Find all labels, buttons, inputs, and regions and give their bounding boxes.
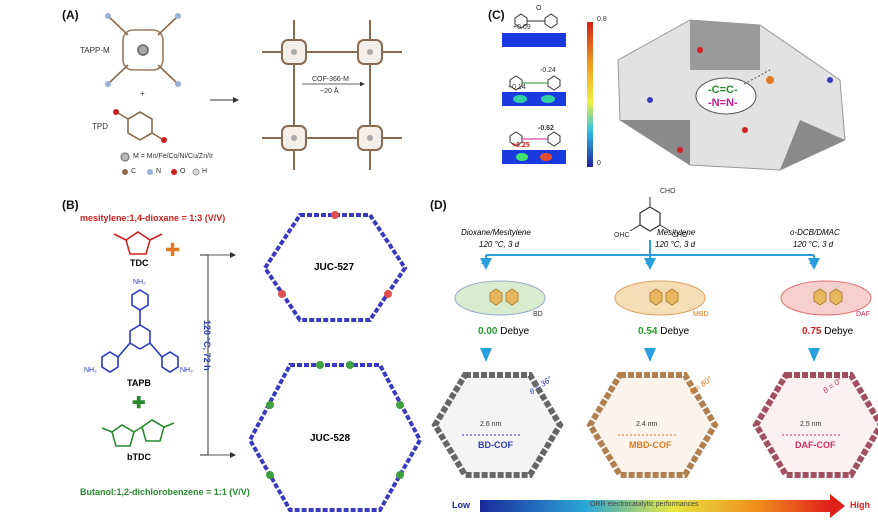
cof-366-label: COF-366-M [312,76,349,83]
reaction-conditions: 120 °C, 72 h [202,320,212,371]
mbd-dipole: 0.54 Debye [638,326,690,337]
panel-c [502,13,846,171]
mbd-cof-label: MBD-COF [629,440,672,450]
tdc-molecule [113,231,163,255]
legend-c: C [131,168,137,175]
nh2-left: NH₂ [84,367,97,374]
legend-h: H [202,168,208,175]
metal-dot [120,152,130,162]
legend-n: N [156,168,162,175]
tapb-molecule [101,289,179,373]
juc-528-label: JUC-528 [310,433,351,444]
temp-right: 120 °C, 3 d [793,240,834,249]
panel-b-label: (B) [62,198,79,212]
panel-b: ✚ [101,211,423,512]
daf-cof-label: DAF-COF [795,440,836,450]
bd-pore: 2.6 nm [480,421,502,428]
charge-4: -0.62 [538,125,554,132]
panel-a [105,13,402,176]
btdc-label: bTDC [127,452,151,462]
cho-label-2: CHO [672,232,688,239]
charge-3: +0.14 [508,84,526,91]
scale-min: 0 [597,160,601,167]
carbon-dot [122,169,128,175]
mbd-cof-structure [586,372,719,478]
cof-366-framework [262,20,402,170]
juc-527-label: JUC-527 [314,262,355,273]
plus-right: + [809,259,815,270]
nh2-top: NH₂ [133,279,146,286]
plus-sign-1: ✚ [165,240,180,260]
hydrogen-dot [192,168,200,176]
esp-map-3 [502,150,566,164]
orr-bar-label: ORR electrocatalytic performances [590,501,699,508]
panel-d [431,197,878,518]
juc-528-hexagon [247,363,423,512]
linkage-cc: -C=C- [708,84,738,96]
cond-left: Dioxane/Mesitylene [461,228,531,237]
bd-cof-structure [431,372,564,478]
solvent-1: mesitylene:1,4-dioxane = 1:3 (V/V) [80,213,226,223]
aldehyde-molecule [639,206,661,232]
cond-mid: Mesitylene [657,228,696,237]
mbd-pore: 2.4 nm [636,421,658,428]
charge-1: +0.09 [513,24,531,31]
bd-label: BD [533,311,543,318]
nitrogen-dot [147,169,153,175]
metal-legend: M = Mn/Fe/Co/Ni/Cu/Zn/Ir [133,153,214,160]
bd-dipole: 0.00 Debye [478,326,530,337]
nh2-right: NH₂ [180,367,193,374]
daf-label: DAF [856,311,870,318]
temp-mid: 120 °C, 3 d [655,240,696,249]
tpd-molecule [113,109,167,143]
tpd-label: TPD [92,122,108,131]
ohc-label: OHC [614,232,630,239]
mbd-label: MBD [693,311,709,318]
panel-c-label: (C) [488,8,505,22]
cond-right: o-DCB/DMAC [790,228,840,237]
daf-cof-structure [752,372,878,478]
tapp-label: TAPP-M [80,46,110,55]
esp-map-1 [502,33,566,47]
plus-mid: + [645,259,651,270]
bd-cof-label: BD-COF [478,440,513,450]
oxygen-label: O [536,5,542,12]
high-label: High [850,500,870,510]
charge-5: +0.25 [512,142,530,149]
cho-label: CHO [660,188,676,195]
panel-a-label: (A) [62,8,79,22]
charge-2: -0.24 [540,67,556,74]
btdc-molecule [101,419,175,447]
panel-d-label: (D) [430,198,447,212]
tapb-label: TAPB [127,378,151,388]
esp-map-2 [502,92,566,106]
daf-pore: 2.5 nm [800,421,822,428]
distance-label: ~20 Å [320,88,339,95]
linkage-callout [695,77,757,115]
juc-527-hexagon [262,213,408,322]
plus-left: + [481,259,487,270]
daf-dipole: 0.75 Debye [802,326,854,337]
linkage-nn: -N=N- [708,97,738,109]
orr-performance-bar [480,500,830,512]
scale-max: 0.8 [597,16,607,23]
oxygen-dot [171,169,177,175]
esp-color-scale [587,22,593,167]
tdc-label: TDC [130,258,149,268]
temp-left: 120 °C, 3 d [479,240,520,249]
solvent-2: Butanol:1,2-dichlorobenzene = 1:1 (V/V) [80,487,250,497]
plus-sign-2: ✚ [132,395,146,412]
tapp-molecule [105,13,181,87]
low-label: Low [452,500,470,510]
legend-o: O [180,168,186,175]
plus-label: + [140,89,145,98]
